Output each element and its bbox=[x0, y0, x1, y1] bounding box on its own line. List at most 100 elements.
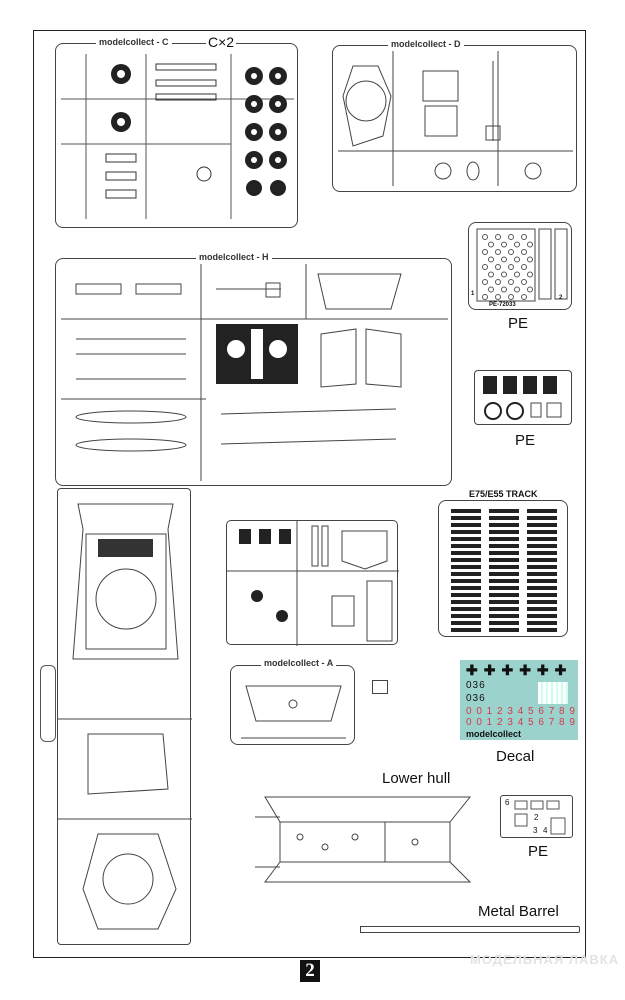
pe-hole bbox=[495, 294, 501, 300]
track-link bbox=[527, 600, 557, 604]
pe1-part-code: PE-72033 bbox=[489, 302, 516, 308]
pe1-number-1: 1 bbox=[471, 291, 475, 297]
track-link bbox=[489, 614, 519, 618]
track-link bbox=[489, 551, 519, 555]
sprue-small bbox=[226, 520, 399, 646]
pe-hole bbox=[508, 249, 514, 255]
sprue-c-brand: modelcollect bbox=[99, 37, 155, 47]
sprue-c: modelcollect - C C×2 bbox=[55, 34, 298, 228]
track-links bbox=[451, 509, 557, 632]
pe-hole bbox=[495, 234, 501, 240]
pe-hole bbox=[514, 241, 520, 248]
track-link bbox=[489, 621, 519, 625]
sprue-a: modelcollect - A bbox=[230, 658, 355, 745]
track-link bbox=[527, 572, 557, 576]
track-link bbox=[489, 593, 519, 597]
track-sprue bbox=[438, 500, 568, 637]
pe-fret-1-parts bbox=[476, 228, 568, 302]
track-link bbox=[527, 558, 557, 562]
pe-hole bbox=[521, 249, 527, 255]
sprue-d-letter: D bbox=[454, 39, 461, 49]
pe-hole bbox=[521, 234, 527, 240]
sprue-c-letter: C bbox=[162, 37, 169, 47]
track-link bbox=[451, 565, 481, 569]
sprue-a-small-part bbox=[372, 680, 388, 694]
decal-sheet: ✚✚✚✚✚✚ 036 036 0 0 1 2 3 4 5 6 7 8 9 0 0… bbox=[460, 660, 578, 740]
track-link bbox=[527, 579, 557, 583]
sprue-c-parts bbox=[61, 54, 294, 219]
track-link bbox=[451, 523, 481, 527]
pe1-number-2: 2 bbox=[559, 295, 563, 301]
track-title: E75/E55 TRACK bbox=[467, 489, 540, 500]
pe-fret-1: 1 2 PE-72033 bbox=[468, 222, 572, 310]
sprue-a-parts bbox=[241, 685, 346, 739]
track-link bbox=[527, 607, 557, 611]
page-number: 2 bbox=[300, 960, 320, 982]
pe-hole bbox=[501, 271, 507, 278]
pe3-number-2: 2 bbox=[534, 813, 539, 822]
lower-hull-label: Lower hull bbox=[382, 770, 451, 787]
track-link bbox=[489, 558, 519, 562]
pe-fret-2-parts bbox=[483, 376, 562, 420]
decal-numbers-1: 0 0 1 2 3 4 5 6 7 8 9 bbox=[466, 706, 576, 717]
pe-hole bbox=[501, 241, 507, 248]
pe-hole bbox=[482, 294, 488, 300]
track-link bbox=[489, 565, 519, 569]
sprue-d-parts bbox=[338, 51, 573, 186]
track-link bbox=[451, 579, 481, 583]
pe-fret-2 bbox=[474, 370, 572, 425]
sprue-side-tab bbox=[40, 665, 56, 742]
track-link bbox=[489, 537, 519, 541]
sprue-h: modelcollect - H bbox=[55, 252, 452, 486]
track-link bbox=[527, 621, 557, 625]
track-link bbox=[527, 551, 557, 555]
track-link bbox=[451, 537, 481, 541]
track-link bbox=[489, 586, 519, 590]
page-frame bbox=[33, 30, 586, 958]
track-link bbox=[451, 628, 481, 632]
pe-hole bbox=[514, 271, 520, 278]
track-link bbox=[527, 565, 557, 569]
sprue-d: modelcollect - D bbox=[332, 39, 577, 192]
track-link bbox=[489, 607, 519, 611]
pe-hole bbox=[501, 256, 507, 263]
pe-label-1: PE bbox=[508, 315, 529, 332]
track-link bbox=[527, 628, 557, 632]
sprue-hull-upper bbox=[57, 488, 192, 945]
pe-hole bbox=[521, 264, 527, 270]
track-link bbox=[527, 516, 557, 520]
track-link bbox=[451, 509, 481, 513]
pe-hole bbox=[508, 264, 514, 270]
decal-crosses: ✚✚✚✚✚✚ bbox=[466, 662, 573, 678]
track-link bbox=[489, 628, 519, 632]
pe-hole bbox=[508, 294, 514, 300]
pe-hole bbox=[527, 286, 533, 293]
pe-hole bbox=[521, 294, 527, 300]
track-link bbox=[489, 509, 519, 513]
decal-turret-number-1: 036 bbox=[466, 680, 486, 691]
pe-hole bbox=[488, 286, 494, 293]
track-link bbox=[451, 621, 481, 625]
pe-hole bbox=[488, 241, 494, 248]
pe-hole bbox=[495, 279, 501, 285]
track-link bbox=[451, 586, 481, 590]
pe-hole bbox=[508, 234, 514, 240]
pe-label-2: PE bbox=[515, 432, 536, 449]
pe-hole bbox=[482, 264, 488, 270]
track-link bbox=[527, 523, 557, 527]
decal-numbers-2: 0 0 1 2 3 4 5 6 7 8 9 bbox=[466, 717, 576, 728]
sprue-h-letter: H bbox=[262, 252, 269, 262]
sprue-d-brand: modelcollect bbox=[391, 39, 447, 49]
track-link bbox=[527, 509, 557, 513]
pe-hole bbox=[514, 256, 520, 263]
pe-hole bbox=[482, 249, 488, 255]
pe-hole bbox=[527, 256, 533, 263]
metal-barrel-label: Metal Barrel bbox=[478, 903, 559, 920]
pe-hole bbox=[508, 279, 514, 285]
metal-barrel-part bbox=[360, 926, 580, 933]
track-link bbox=[451, 530, 481, 534]
track-link bbox=[451, 572, 481, 576]
track-link bbox=[489, 572, 519, 576]
track-link bbox=[489, 516, 519, 520]
pe-hole bbox=[514, 286, 520, 293]
